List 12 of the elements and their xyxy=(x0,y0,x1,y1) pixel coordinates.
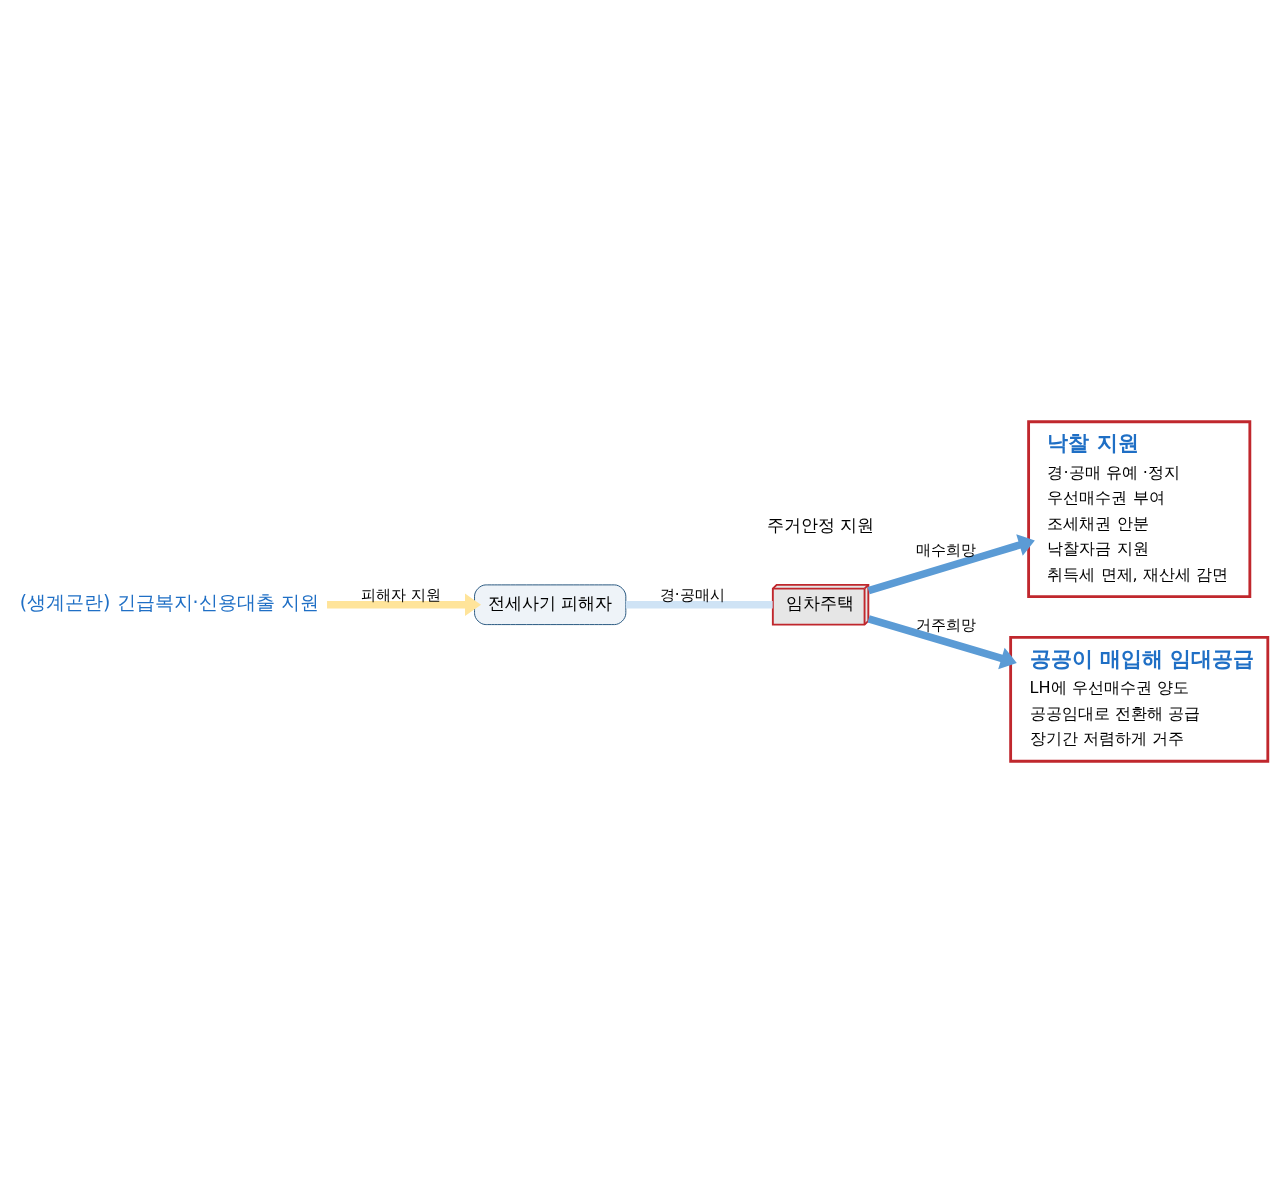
edge-label: 거주희망 xyxy=(916,616,977,635)
arrow xyxy=(867,615,1017,670)
node-box: 낙찰 지원 경·공매 유예 ·정지 우선매수권 부여 조세채권 안분 낙찰자금 지원 취득세 면제, 재산세 감면 xyxy=(1027,420,1252,599)
connector xyxy=(625,600,773,609)
node-box: 전세사기 피해자 xyxy=(474,584,627,626)
edge-label: 매수희망 xyxy=(916,541,977,560)
node-text: (생계곤란) 긴급복지·신용대출 지원 xyxy=(19,591,319,614)
edge-label: 경·공매시 xyxy=(659,585,725,604)
node-box: 공공이 매입해 임대공급 LH에 우선매수권 양도 공공임대로 전환해 공급 장기간 저렴하게 거주 xyxy=(1009,635,1270,763)
arrow xyxy=(867,534,1035,595)
edge-label: 피해자 지원 xyxy=(361,585,441,604)
label: 주거안정 지원 xyxy=(766,515,875,536)
